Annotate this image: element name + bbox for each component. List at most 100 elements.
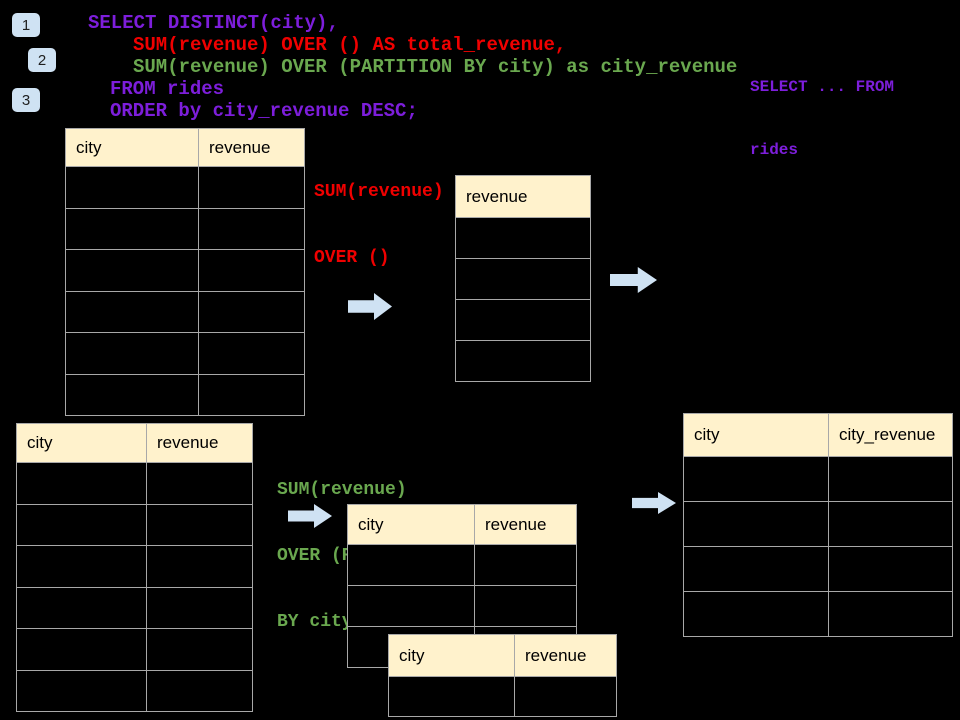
side-note-line-2: rides: [750, 141, 799, 159]
empty-cell: [65, 166, 199, 209]
annotation-line: SUM(revenue): [277, 480, 407, 500]
empty-cell: [16, 628, 147, 671]
side-note-select-from-rides: SELECT ... FROM rides: [750, 35, 894, 203]
step-badge-1: 1: [12, 13, 40, 37]
empty-cell: [455, 258, 591, 300]
empty-cell: [683, 501, 829, 547]
step-badge-3: 3: [12, 88, 40, 112]
empty-cell: [16, 669, 147, 712]
table-row: [683, 456, 953, 502]
empty-cell: [828, 456, 953, 502]
empty-cell: [683, 546, 829, 592]
column-header: city_revenue: [828, 413, 953, 457]
empty-cell: [198, 332, 305, 375]
column-header: revenue: [474, 504, 577, 545]
annotation-line: SUM(revenue): [314, 182, 444, 202]
sql-line-select: SELECT DISTINCT(city),: [88, 12, 339, 34]
sql-line-order-by: ORDER by city_revenue DESC;: [110, 100, 418, 122]
empty-cell: [146, 503, 253, 546]
annotation-line: OVER (): [314, 248, 390, 268]
table-row: [16, 545, 253, 588]
column-header: city: [16, 423, 147, 463]
empty-cell: [65, 249, 199, 292]
table-row: [388, 676, 617, 717]
arrow-right-icon: [632, 492, 676, 514]
empty-cell: [474, 585, 577, 627]
column-header: revenue: [514, 634, 617, 677]
empty-cell: [198, 373, 305, 416]
column-header: city: [388, 634, 515, 677]
side-note-line-1: SELECT ... FROM: [750, 78, 895, 96]
table-row: [683, 546, 953, 592]
empty-cell: [16, 462, 147, 505]
sql-line-city-revenue: SUM(revenue) OVER (PARTITION BY city) as…: [133, 56, 738, 78]
table-row: [455, 340, 591, 382]
empty-cell: [16, 503, 147, 546]
empty-cell: [198, 207, 305, 250]
empty-cell: [65, 373, 199, 416]
column-header: city: [347, 504, 475, 545]
empty-cell: [388, 676, 515, 717]
column-header: city: [65, 128, 199, 167]
empty-cell: [65, 290, 199, 333]
table-total-revenue-result: revenue: [455, 175, 591, 382]
empty-cell: [198, 290, 305, 333]
table-row: [65, 332, 305, 375]
table-row: [16, 503, 253, 546]
empty-cell: [146, 545, 253, 588]
table-row: [16, 586, 253, 629]
empty-cell: [198, 166, 305, 209]
table-row: [347, 544, 577, 586]
table-row: [16, 628, 253, 671]
arrow-right-icon: [348, 293, 392, 320]
table-row: [65, 207, 305, 250]
empty-cell: [828, 591, 953, 637]
empty-cell: [198, 249, 305, 292]
empty-cell: [146, 462, 253, 505]
table-row: [16, 462, 253, 505]
column-header: revenue: [455, 175, 591, 218]
empty-cell: [146, 669, 253, 712]
arrow-right-icon: [288, 504, 332, 528]
empty-cell: [455, 340, 591, 382]
table-row: [683, 501, 953, 547]
column-header: city: [683, 413, 829, 457]
annotation-total-revenue: SUM(revenue) OVER (): [314, 137, 444, 313]
empty-cell: [146, 586, 253, 629]
empty-cell: [828, 501, 953, 547]
empty-cell: [514, 676, 617, 717]
table-row: [65, 290, 305, 333]
empty-cell: [347, 585, 475, 627]
empty-cell: [683, 591, 829, 637]
table-row: [455, 258, 591, 300]
sql-line-total-revenue: SUM(revenue) OVER () AS total_revenue,: [133, 34, 567, 56]
empty-cell: [828, 546, 953, 592]
table-row: [65, 249, 305, 292]
table-row: [455, 299, 591, 341]
empty-cell: [16, 545, 147, 588]
table-row: [65, 373, 305, 416]
empty-cell: [65, 332, 199, 375]
empty-cell: [683, 456, 829, 502]
table-row: [347, 585, 577, 627]
sql-line-from: FROM rides: [110, 78, 225, 100]
table-row: [455, 217, 591, 259]
column-header: revenue: [146, 423, 253, 463]
empty-cell: [455, 299, 591, 341]
table-row: [16, 669, 253, 712]
table-row: [65, 166, 305, 209]
empty-cell: [146, 628, 253, 671]
empty-cell: [455, 217, 591, 259]
empty-cell: [65, 207, 199, 250]
empty-cell: [347, 544, 475, 586]
arrow-right-icon: [610, 267, 657, 293]
column-header: revenue: [198, 128, 305, 167]
step-badge-2: 2: [28, 48, 56, 72]
empty-cell: [16, 586, 147, 629]
